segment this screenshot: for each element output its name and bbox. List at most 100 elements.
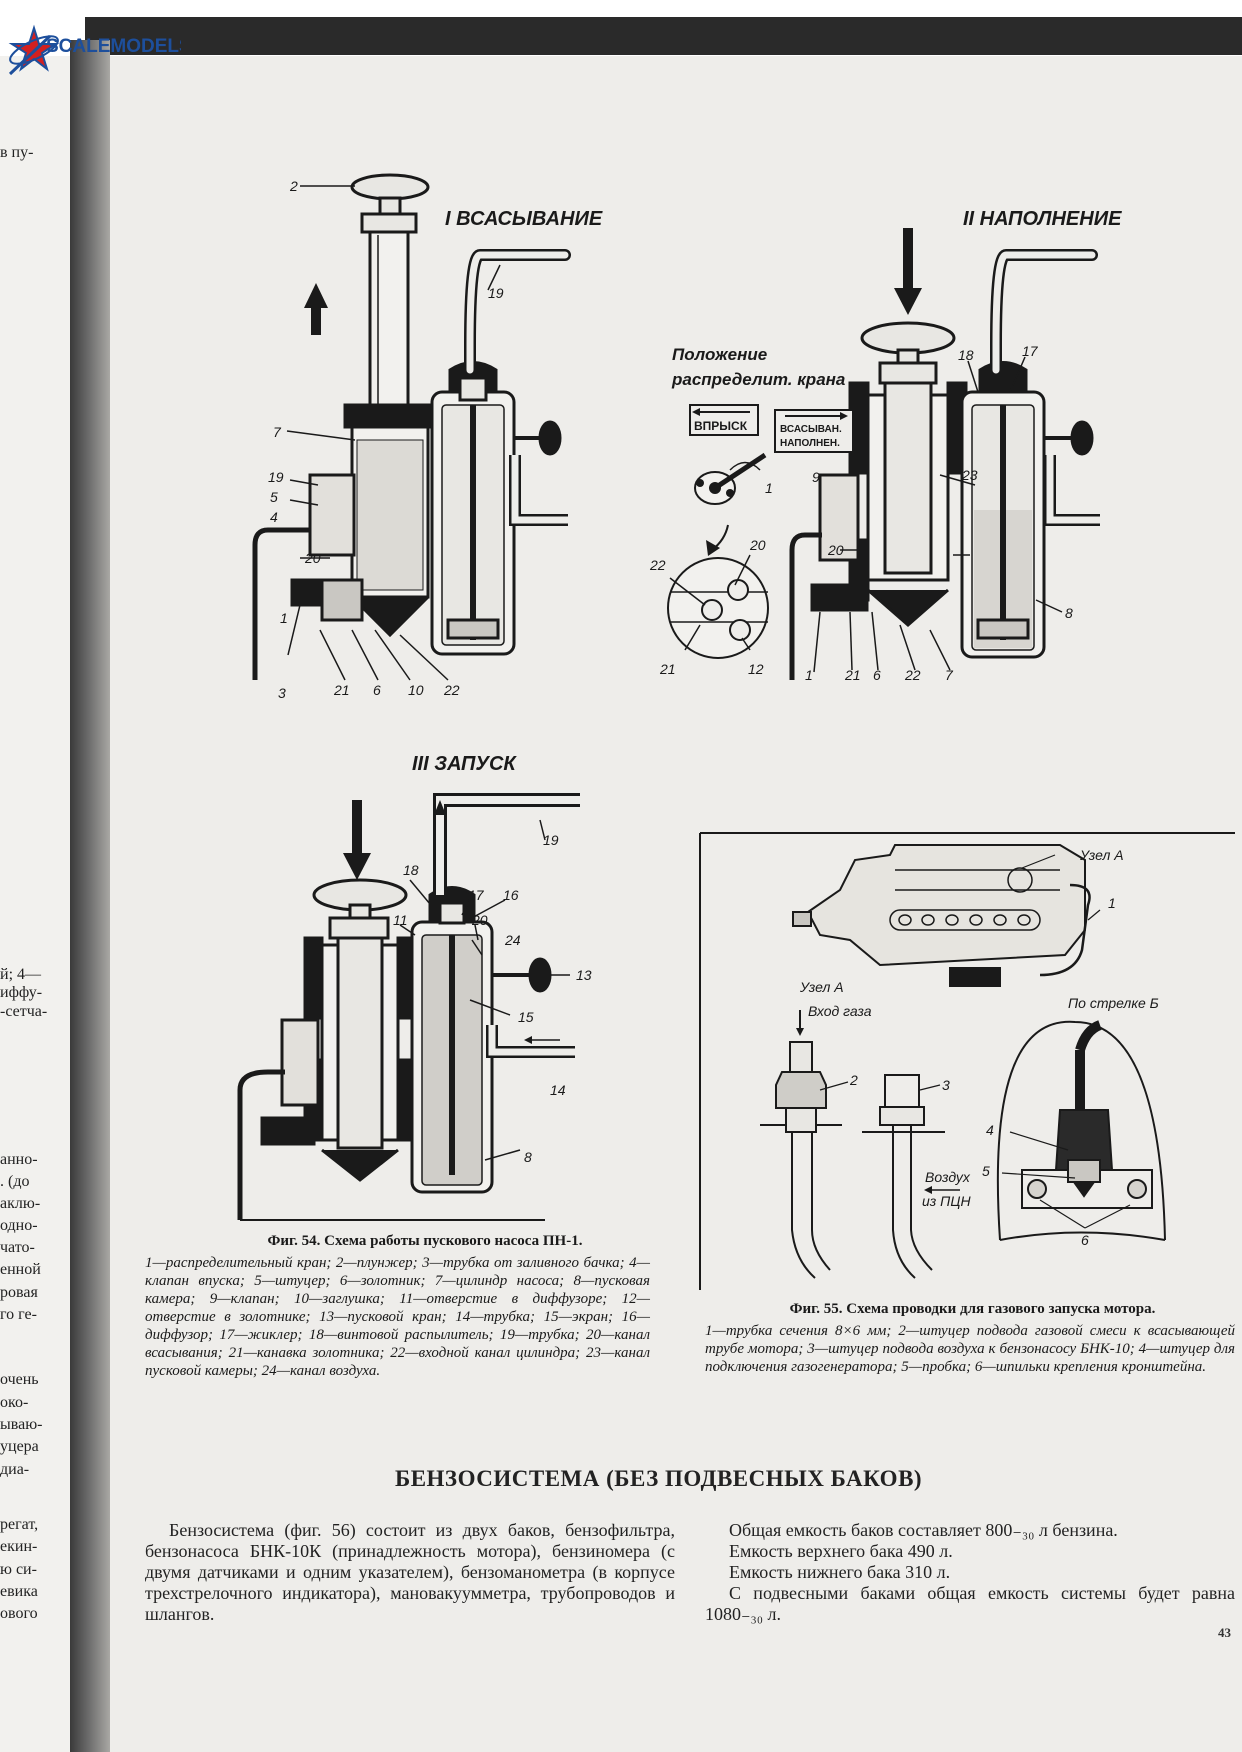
label-node-a-top: Узел А — [1079, 847, 1124, 863]
left-page: в пу-й; 4—иффу- -сетча-анно- . (до аклю-одн… — [0, 56, 75, 1752]
svg-text:22: 22 — [443, 682, 460, 698]
svg-text:23: 23 — [961, 467, 978, 483]
svg-text:20: 20 — [304, 550, 321, 566]
svg-text:12: 12 — [748, 661, 764, 677]
paragraph-right-line: Емкость верхнего бака 490 л. — [729, 1541, 953, 1561]
label-gas-inlet: Вход газа — [808, 1003, 872, 1019]
left-page-text-fragment: енной — [0, 1261, 41, 1278]
svg-text:19: 19 — [268, 469, 284, 485]
label-arrow-b: По стрелке Б — [1068, 995, 1159, 1011]
svg-text:18: 18 — [403, 862, 419, 878]
svg-text:18: 18 — [958, 347, 974, 363]
valve-position-label: Положение — [672, 345, 767, 364]
paragraph-right: Общая емкость баков составляет 800₋₃₀ л … — [705, 1520, 1235, 1625]
left-page-text-fragment: ываю- — [0, 1416, 43, 1433]
svg-text:1: 1 — [765, 480, 773, 496]
svg-text:19: 19 — [488, 285, 504, 301]
book-spine — [70, 40, 110, 1752]
svg-text:4: 4 — [986, 1122, 994, 1138]
fig55-caption-text: 1—трубка сечения 8×6 мм; 2—штуцер подвод… — [705, 1323, 1235, 1375]
fig54-caption-text: 1—распределительный кран; 2—плунжер; 3—т… — [145, 1255, 650, 1379]
svg-text:1: 1 — [280, 610, 288, 626]
left-page-text-fragment: уцера — [0, 1438, 39, 1455]
panel1-arrow-up — [304, 283, 328, 335]
paragraph-right-line: Емкость нижнего бака 310 л. — [729, 1562, 951, 1582]
svg-text:2: 2 — [849, 1072, 858, 1088]
left-page-text-fragment: чато- — [0, 1239, 35, 1256]
svg-text:17: 17 — [468, 887, 485, 903]
svg-text:1: 1 — [805, 667, 813, 683]
svg-text:10: 10 — [408, 682, 424, 698]
svg-text:19: 19 — [543, 832, 559, 848]
paragraph-right-line: С подвесными баками общая емкость систем… — [705, 1583, 1235, 1624]
svg-text:14: 14 — [550, 1082, 566, 1098]
label-air-line1: Воздух — [925, 1169, 971, 1185]
left-page-text-fragment: очень — [0, 1371, 39, 1388]
left-page-text-fragment: ровая — [0, 1284, 38, 1301]
fig54-caption-title: Фиг. 54. Схема работы пускового насоса П… — [267, 1233, 583, 1249]
panel1-title: I ВСАСЫВАНИЕ — [445, 208, 603, 230]
left-page-text-fragment: ового — [0, 1605, 38, 1622]
panel3-pump — [237, 793, 580, 1221]
section-heading: БЕНЗОСИСТЕМА (БЕЗ ПОДВЕСНЫХ БАКОВ) — [395, 1466, 923, 1491]
left-page-text-fragment: анно- — [0, 1151, 38, 1168]
svg-text:5: 5 — [982, 1163, 990, 1179]
left-page-text-fragment: й; 4— — [0, 966, 42, 983]
svg-text:2: 2 — [289, 178, 298, 194]
left-page-text-fragment: евика — [0, 1583, 38, 1600]
star-icon — [8, 24, 60, 76]
tag-suction-line2: НАПОЛНЕН. — [780, 438, 840, 449]
left-page-text-fragment: ю си- — [0, 1561, 37, 1578]
fig54-callout-numbers: 2 19 7 19 5 4 20 1 3 21 6 10 22 18 17 9 … — [268, 178, 1073, 1165]
tag-suction-line1: ВСАСЫВАН. — [780, 424, 842, 435]
svg-text:5: 5 — [270, 489, 278, 505]
left-page-text-fragment: -сетча- — [0, 1003, 48, 1020]
left-page-text-fragment: в пу- — [0, 144, 34, 161]
valve-position-diagram — [667, 404, 854, 659]
bracket-view — [924, 1020, 1166, 1241]
page-number: 43 — [1218, 1625, 1231, 1640]
svg-text:8: 8 — [1065, 605, 1073, 621]
panel2-pump — [789, 228, 1100, 680]
svg-text:13: 13 — [576, 967, 592, 983]
label-node-a: Узел А — [799, 979, 844, 995]
left-page-text-fragment: екин- — [0, 1538, 38, 1555]
svg-text:20: 20 — [471, 912, 488, 928]
left-page-text-fragment: го ге- — [0, 1306, 37, 1323]
left-page-text-fragment: иффу- — [0, 984, 43, 1001]
svg-text:20: 20 — [749, 537, 766, 553]
left-page-text-fragment: регат, — [0, 1516, 39, 1533]
panel1-pump — [252, 173, 571, 680]
left-page-text-fragment: око- — [0, 1394, 29, 1411]
tag-injection: ВПРЫСК — [694, 419, 748, 433]
panel3-title: III ЗАПУСК — [412, 753, 517, 775]
svg-text:6: 6 — [1081, 1232, 1089, 1248]
fig55-labels: Узел А 1 Узел А Вход газа По стрелке Б 2… — [799, 847, 1159, 1248]
svg-text:4: 4 — [270, 509, 278, 525]
watermark-text: SCALEMODELS — [46, 36, 181, 57]
left-page-text-fragment: одно- — [0, 1217, 38, 1234]
svg-text:8: 8 — [524, 1149, 532, 1165]
engine-outline — [792, 844, 1101, 987]
fig55-caption-title: Фиг. 55. Схема проводки для газового зап… — [789, 1301, 1156, 1317]
left-page-text-fragment: . (до — [0, 1173, 30, 1190]
fitting-2 — [760, 1010, 849, 1279]
svg-text:24: 24 — [504, 932, 521, 948]
paragraph-right-line: Общая емкость баков составляет 800₋₃₀ л … — [729, 1520, 1118, 1540]
panel2-title: II НАПОЛНЕНИЕ — [963, 208, 1122, 230]
svg-text:3: 3 — [942, 1077, 950, 1093]
svg-text:9: 9 — [812, 469, 820, 485]
svg-text:7: 7 — [945, 667, 954, 683]
svg-text:6: 6 — [373, 682, 381, 698]
svg-text:7: 7 — [273, 424, 282, 440]
valve-position-label-line2: распределит. крана — [671, 370, 845, 389]
svg-text:16: 16 — [503, 887, 519, 903]
svg-text:11: 11 — [393, 912, 408, 928]
svg-text:1: 1 — [1108, 895, 1116, 911]
paragraph-left: Бензосистема (фиг. 56) состоит из двух б… — [145, 1520, 675, 1624]
svg-text:22: 22 — [649, 557, 666, 573]
svg-text:21: 21 — [844, 667, 861, 683]
left-page-text-fragment: аклю- — [0, 1195, 41, 1212]
